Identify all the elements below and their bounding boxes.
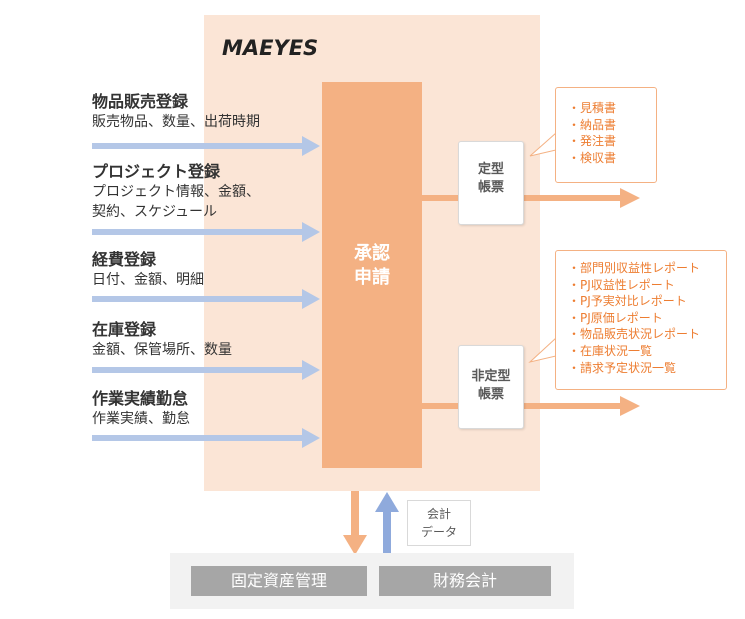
nonfixed-item: ・物品販売状況レポート [568, 327, 701, 342]
output-arrow-nonfixed [422, 396, 640, 416]
input-item-inventory: 在庫登録 金額、保管場所、数量 [92, 320, 232, 360]
input-item-project: プロジェクト登録 プロジェクト情報、金額、 契約、スケジュール [92, 162, 260, 222]
fixed-doc-line-1: 定型 [477, 162, 504, 177]
approval-line-2: 申請 [354, 267, 390, 288]
nonfixed-item: ・請求予定状況一覧 [568, 360, 677, 375]
fixed-doc-line-2: 帳票 [477, 180, 504, 195]
input-title: 物品販売登録 [92, 92, 189, 111]
input-title: 経費登録 [92, 250, 157, 269]
fixed-item: ・発注書 [568, 134, 617, 149]
input-title: プロジェクト登録 [92, 162, 221, 181]
maeyes-logo: MAEYES [222, 36, 319, 60]
input-desc: 日付、金額、明細 [92, 272, 204, 288]
callout-pointer-fixed [529, 131, 557, 157]
input-desc: 作業実績、勤怠 [92, 411, 190, 427]
approval-block: 承認 申請 [322, 82, 422, 468]
input-item-product-sales: 物品販売登録 販売物品、数量、出荷時期 [92, 92, 260, 132]
up-arrow-accounting [375, 492, 399, 555]
input-arrow-2 [92, 222, 320, 242]
fixed-asset-management-box: 固定資産管理 [191, 566, 367, 596]
financial-accounting-box: 財務会計 [379, 566, 551, 596]
nonfixed-doc-line-1: 非定型 [471, 369, 511, 384]
input-arrow-4 [92, 360, 320, 380]
accounting-data-label: 会計 データ [407, 500, 471, 546]
nonfixed-report-callout: ・部門別収益性レポート ・PJ収益性レポート ・PJ予実対比レポート ・PJ原価… [555, 250, 727, 390]
nonfixed-item: ・部門別収益性レポート [568, 261, 701, 275]
nonfixed-item: ・PJ予実対比レポート [568, 294, 687, 309]
fixed-item: ・納品書 [568, 117, 617, 132]
input-title: 作業実績勤怠 [92, 389, 189, 408]
input-item-work-attendance: 作業実績勤怠 作業実績、勤怠 [92, 389, 190, 429]
nonfixed-doc-line-2: 帳票 [477, 387, 504, 402]
input-arrow-5 [92, 428, 320, 448]
input-desc: 金額、保管場所、数量 [92, 342, 232, 358]
output-arrow-fixed [422, 188, 640, 208]
fixed-report-callout: ・見積書 ・納品書 ・発注書 ・検収書 [555, 87, 657, 183]
fixed-item: ・検収書 [568, 150, 617, 165]
input-desc: 契約、スケジュール [92, 204, 218, 220]
input-item-expense: 経費登録 日付、金額、明細 [92, 250, 204, 290]
nonfixed-item: ・PJ原価レポート [568, 310, 663, 325]
input-desc: 販売物品、数量、出荷時期 [92, 114, 260, 130]
approval-line-1: 承認 [354, 243, 390, 264]
fixed-item: ・見積書 [568, 101, 617, 115]
input-title: 在庫登録 [92, 320, 157, 339]
data-label-line-1: 会計 [426, 507, 451, 521]
callout-pointer-nonfixed [528, 336, 557, 363]
input-desc: プロジェクト情報、金額、 [92, 184, 260, 200]
nonfixed-item: ・在庫状況一覧 [568, 343, 653, 358]
nonfixed-item: ・PJ収益性レポート [568, 277, 675, 292]
nonfixed-report-doc: 非定型 帳票 [458, 345, 524, 429]
fixed-report-doc: 定型 帳票 [458, 141, 524, 225]
down-arrow-assets [343, 491, 367, 555]
input-arrow-3 [92, 289, 320, 309]
input-arrow-1 [92, 136, 320, 156]
data-label-line-2: データ [420, 525, 457, 539]
